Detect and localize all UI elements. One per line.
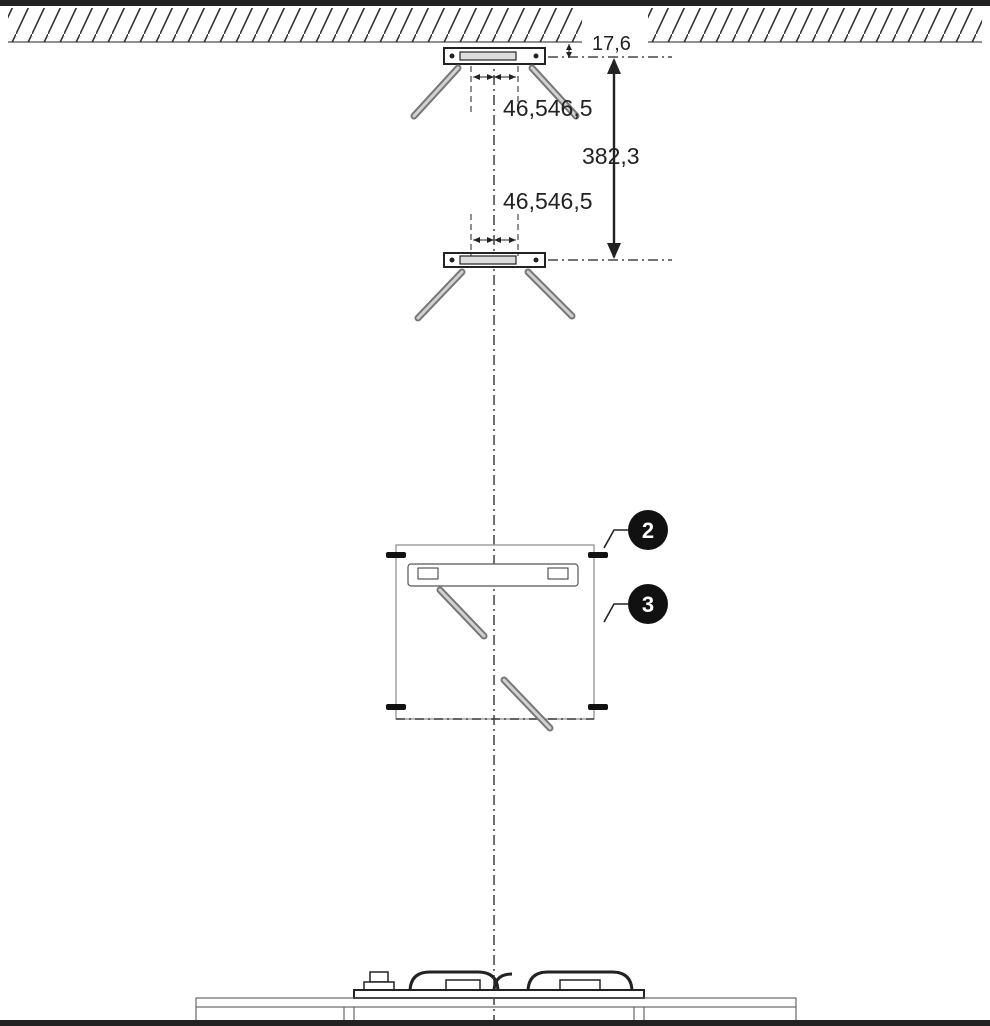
dim-vertical-distance-text: 382,3 xyxy=(582,143,640,169)
hood-frame xyxy=(386,544,608,732)
floor-line xyxy=(0,1020,990,1026)
bracket-clip xyxy=(588,704,608,710)
dim-lower-offset-text: 46,546,5 xyxy=(503,188,593,214)
ceiling xyxy=(0,0,990,43)
callout-3: 3 xyxy=(603,584,668,624)
callout-2-number: 2 xyxy=(642,518,654,543)
callout-2: 2 xyxy=(603,510,668,550)
dimension-lower-offset: 46,546,5 xyxy=(470,188,593,256)
bracket-clip xyxy=(386,552,406,558)
upper-bracket xyxy=(410,47,580,120)
dimension-vertical-distance: 382,3 xyxy=(548,56,672,261)
dim-ceiling-gap-text: 17,6 xyxy=(592,33,631,55)
lower-bracket xyxy=(414,252,576,322)
dimension-upper-offset: 46,546,5 xyxy=(470,66,593,121)
bracket-clip xyxy=(386,704,406,710)
callout-3-number: 3 xyxy=(642,592,654,617)
bracket-clip xyxy=(588,552,608,558)
cooktop xyxy=(195,970,797,1024)
dimension-ceiling-gap: 17,6 xyxy=(566,33,631,58)
dim-upper-offset-text: 46,546,5 xyxy=(503,95,593,121)
